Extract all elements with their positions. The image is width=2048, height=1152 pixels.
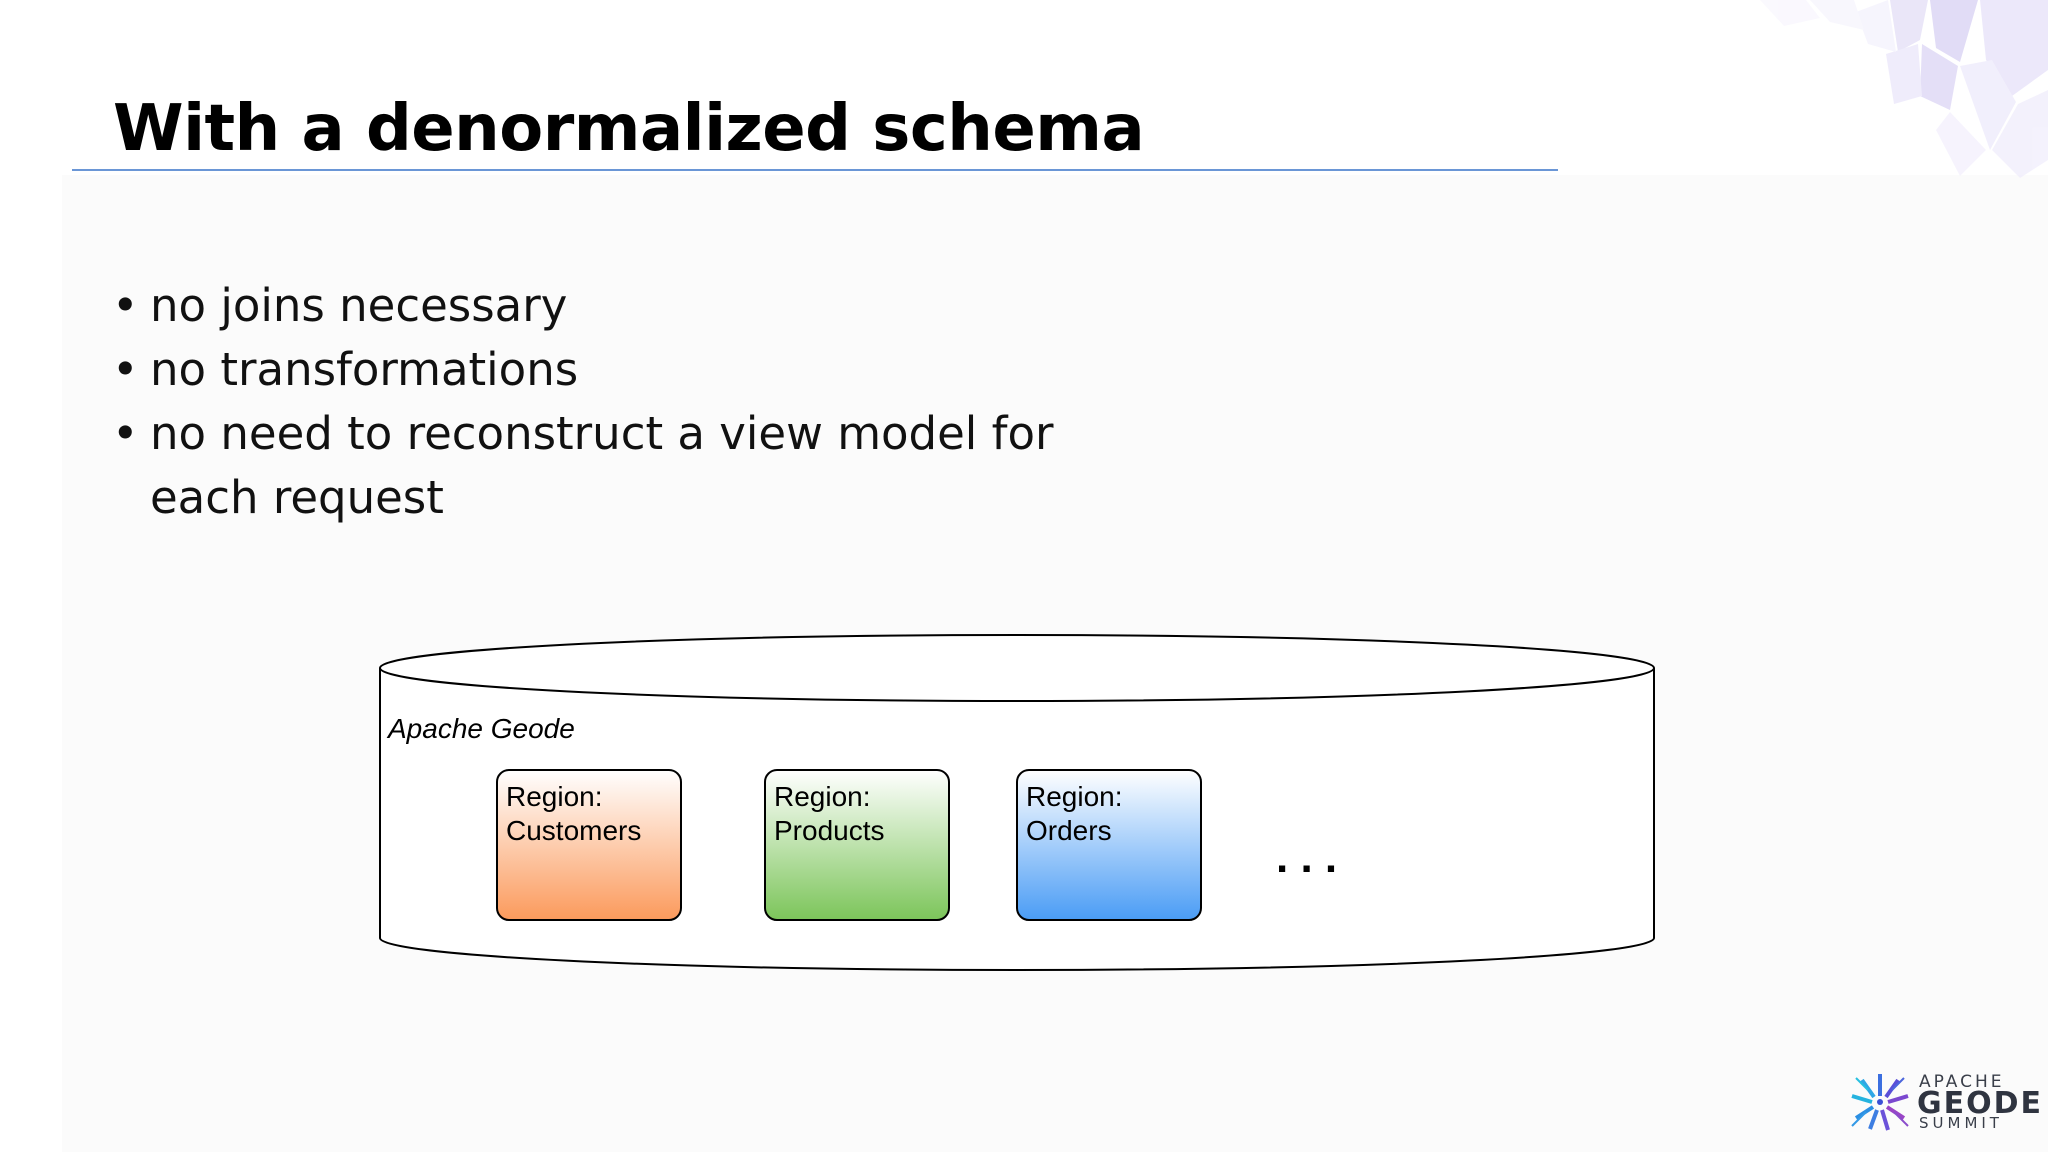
bullet-item: • no need to reconstruct a view model fo…	[112, 402, 1172, 530]
bullet-text: no transformations	[150, 343, 579, 396]
bullet-dot: •	[112, 407, 139, 460]
more-regions-ellipsis: . . .	[1276, 833, 1337, 882]
geode-burst-icon	[1851, 1074, 1909, 1131]
slide-title: With a denormalized schema	[113, 92, 1145, 166]
region-label: Region:	[1026, 781, 1123, 812]
region-label: Region:	[774, 781, 871, 812]
bullet-text: no need to reconstruct a view model for …	[150, 407, 1054, 524]
logo-text-summit: SUMMIT	[1919, 1114, 2003, 1132]
region-box-products: Region: Products	[764, 769, 950, 921]
cylinder-top	[379, 634, 1655, 702]
region-box-orders: Region: Orders	[1016, 769, 1202, 921]
bullet-text: no joins necessary	[150, 279, 568, 332]
bullet-item: • no joins necessary	[112, 274, 1172, 338]
logo-text-geode: GEODE	[1917, 1086, 2044, 1121]
region-name: Products	[774, 815, 885, 846]
region-box-customers: Region: Customers	[496, 769, 682, 921]
region-label: Region:	[506, 781, 603, 812]
bullet-dot: •	[112, 279, 139, 332]
container-label: Apache Geode	[386, 713, 575, 744]
bullet-item: • no transformations	[112, 338, 1172, 402]
bullet-dot: •	[112, 343, 139, 396]
logo-text-apache: APACHE	[1919, 1072, 2005, 1092]
bullet-list: • no joins necessary • no transformation…	[112, 274, 1172, 530]
crystal-decoration	[1760, 0, 2048, 178]
region-name: Customers	[506, 815, 641, 846]
region-name: Orders	[1026, 815, 1112, 846]
title-underline	[72, 169, 1558, 171]
